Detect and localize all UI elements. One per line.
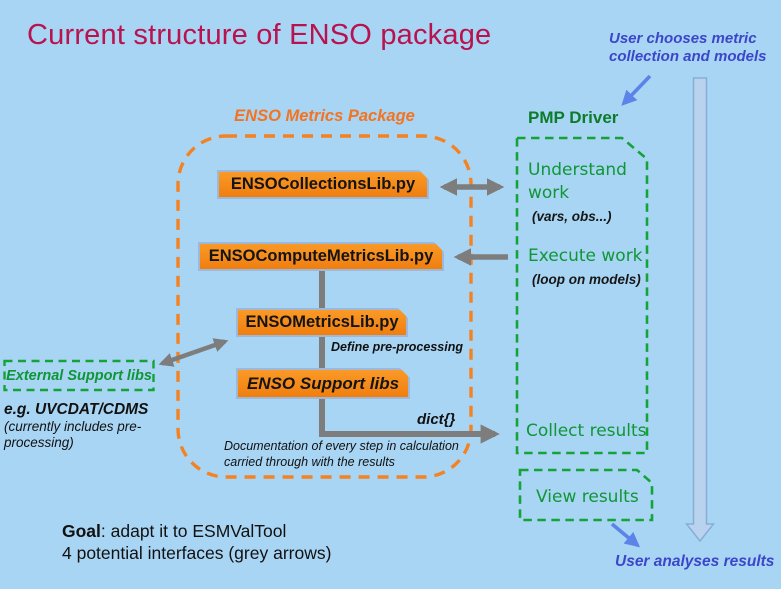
documentation-note-line1: Documentation of every step in calculati… — [224, 439, 459, 453]
goal-line1: Goal: adapt it to ESMValTool — [62, 520, 331, 542]
user-chooses-note-line1: User chooses metric — [609, 30, 757, 47]
pmp-driver-label: PMP Driver — [528, 108, 619, 127]
pmp-driver-boundary — [515, 136, 649, 455]
enso-package-boundary — [176, 134, 473, 479]
step-execute-sub: (loop on models) — [532, 272, 641, 287]
step-execute-work: Execute work — [528, 246, 643, 266]
documentation-note-line2: carried through with the results — [224, 454, 395, 469]
grey-arrow-metrics-external — [158, 338, 229, 367]
step-understand-work: Understand work — [528, 160, 627, 203]
external-libs-note-line1: (currently includes pre- — [4, 419, 142, 434]
blue-arrow-user-to-driver — [621, 74, 652, 106]
goal-text: Goal: adapt it to ESMValTool 4 potential… — [62, 520, 331, 564]
step-view-results: View results — [536, 487, 639, 507]
documentation-note: Documentation of every step in calculati… — [224, 439, 459, 470]
external-libs-example: e.g. UVCDAT/CDMS — [4, 401, 149, 418]
external-libs-box — [3, 359, 155, 392]
external-libs-note-line2: processing) — [4, 435, 74, 450]
goal-word: Goal — [62, 521, 101, 541]
view-results-box — [518, 468, 654, 522]
module-enso-metrics-lib: ENSOMetricsLib.py — [236, 308, 408, 337]
page-title: Current structure of ENSO package — [27, 19, 492, 51]
user-chooses-note: User chooses metric collection and model… — [609, 30, 767, 66]
module-enso-compute-metrics-lib: ENSOComputeMetricsLib.py — [198, 242, 444, 271]
external-libs-note: (currently includes pre- processing) — [4, 419, 141, 451]
step-collect-results: Collect results — [526, 421, 647, 441]
user-timeline-arrow — [684, 77, 716, 543]
step-understand-sub: (vars, obs...) — [532, 209, 612, 224]
user-chooses-note-line2: collection and models — [609, 48, 767, 65]
goal-line2: 4 potential interfaces (grey arrows) — [62, 543, 332, 563]
enso-package-label: ENSO Metrics Package — [234, 107, 415, 125]
module-enso-collections-lib: ENSOCollectionsLib.py — [217, 170, 429, 199]
blue-arrow-view-to-user — [610, 522, 641, 548]
user-analyses-note: User analyses results — [615, 553, 775, 570]
goal-rest: : adapt it to ESMValTool — [100, 521, 287, 541]
dict-note: dict{} — [417, 411, 456, 428]
external-libs-label: External Support libs — [6, 367, 152, 384]
module-enso-support-libs: ENSO Support libs — [236, 368, 410, 399]
define-preprocessing-note: Define pre-processing — [331, 340, 463, 354]
